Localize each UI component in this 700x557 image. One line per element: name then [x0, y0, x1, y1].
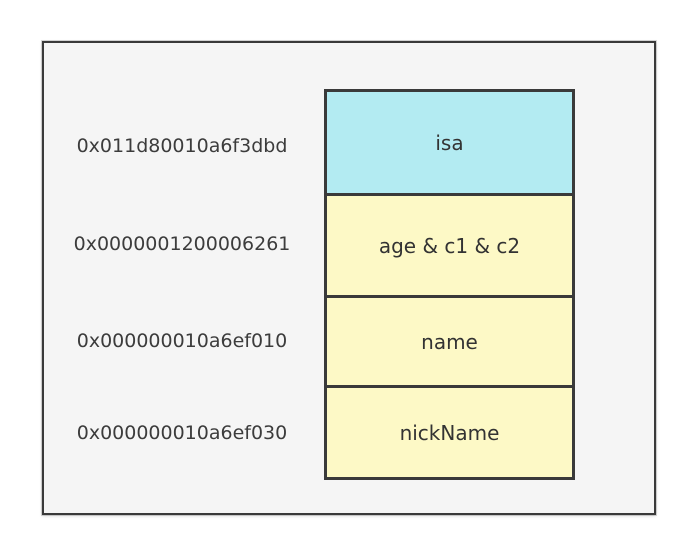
- memory-cell-nickname: nickName: [324, 385, 575, 480]
- memory-address-0: 0x011d80010a6f3dbd: [76, 135, 288, 157]
- memory-cell-age-c1-c2: age & c1 & c2: [324, 193, 575, 298]
- memory-address-3: 0x000000010a6ef030: [76, 422, 288, 444]
- memory-cell-label: nickName: [399, 420, 500, 445]
- memory-cell-label: name: [421, 329, 478, 354]
- memory-cell-label: age & c1 & c2: [378, 233, 521, 258]
- memory-address-2: 0x000000010a6ef010: [76, 330, 288, 352]
- memory-cell-name: name: [324, 295, 575, 388]
- memory-cell-isa: isa: [324, 89, 575, 196]
- memory-address-1: 0x0000001200006261: [73, 233, 291, 255]
- memory-cell-label: isa: [435, 130, 464, 155]
